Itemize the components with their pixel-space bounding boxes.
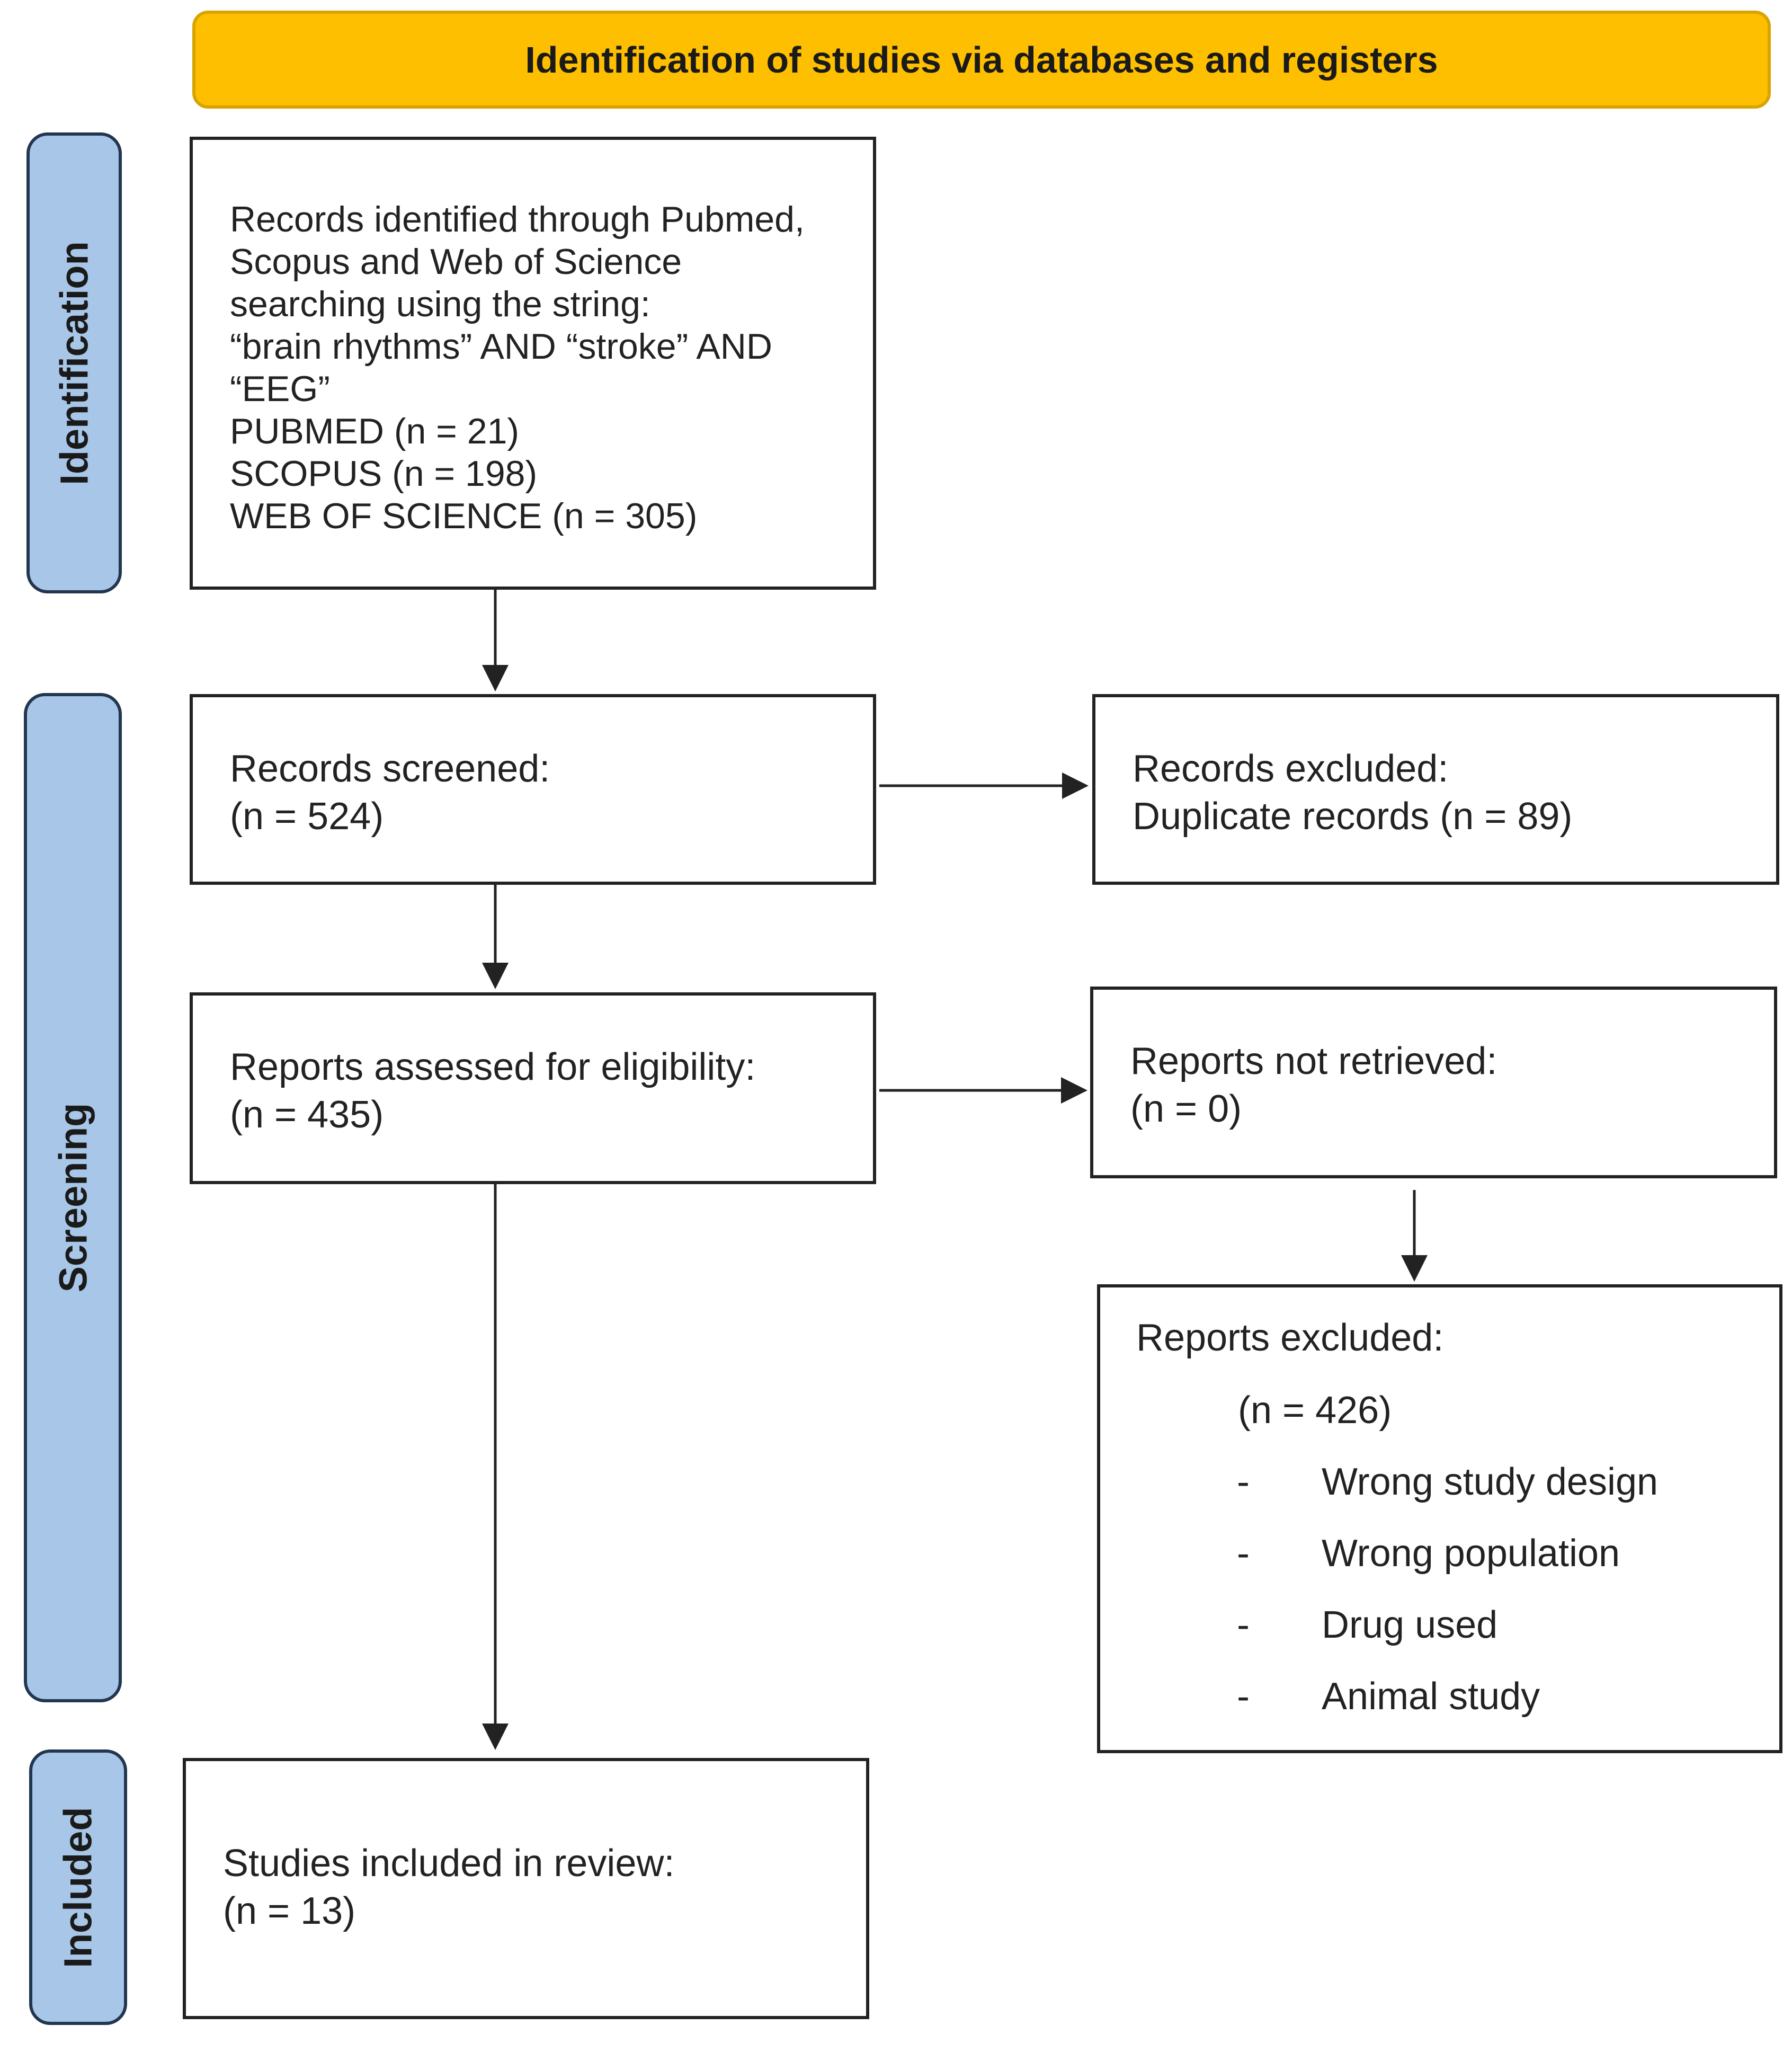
studies-included-label: Studies included in review:	[223, 1842, 675, 1885]
reports-not-retrieved-count: (n = 0)	[1130, 1088, 1242, 1130]
header-bar: Identification of studies via databases …	[192, 11, 1771, 109]
exclusion-reason-text: Wrong study design	[1322, 1461, 1659, 1503]
records-identified-box: Records identified through Pubmed, Scopu…	[190, 137, 876, 590]
exclusion-reason-text: Wrong population	[1322, 1532, 1620, 1575]
stage-screening: Screening	[24, 693, 122, 1702]
records-screened-count: (n = 524)	[230, 795, 384, 838]
studies-included-count: (n = 13)	[223, 1890, 356, 1932]
records-screened-box: Records screened: (n = 524)	[190, 694, 876, 885]
reports-not-retrieved-box: Reports not retrieved: (n = 0)	[1090, 987, 1777, 1178]
records-identified-wos: WEB OF SCIENCE (n = 305)	[230, 496, 698, 536]
records-excluded-detail: Duplicate records (n = 89)	[1133, 795, 1573, 838]
stage-identification: Identification	[26, 132, 122, 593]
records-screened-label: Records screened:	[230, 748, 550, 790]
header-title: Identification of studies via databases …	[525, 39, 1438, 81]
records-identified-line: Scopus and Web of Science	[230, 242, 682, 282]
exclusion-reason-text: Drug used	[1322, 1604, 1498, 1646]
reports-excluded-box: Reports excluded: (n = 426) - Wrong study…	[1097, 1284, 1782, 1753]
reports-excluded-count: (n = 426)	[1238, 1389, 1392, 1432]
exclusion-reason-text: Animal study	[1322, 1675, 1540, 1718]
exclusion-dash: -	[1237, 1461, 1250, 1503]
records-identified-line: searching using the string:	[230, 284, 650, 324]
exclusion-dash: -	[1237, 1675, 1250, 1718]
records-identified-pubmed: PUBMED (n = 21)	[230, 411, 520, 451]
reports-assessed-box: Reports assessed for eligibility: (n = 4…	[190, 992, 876, 1184]
exclusion-reason: - Wrong population	[1136, 1530, 1779, 1577]
records-excluded-label: Records excluded:	[1133, 748, 1449, 790]
stage-included: Included	[29, 1749, 127, 2025]
records-identified-line: “brain rhythms” AND “stroke” AND	[230, 326, 772, 367]
records-identified-line: “EEG”	[230, 369, 330, 409]
exclusion-dash: -	[1237, 1532, 1250, 1575]
records-excluded-box: Records excluded: Duplicate records (n =…	[1092, 694, 1779, 885]
reports-assessed-count: (n = 435)	[230, 1094, 384, 1136]
reports-assessed-label: Reports assessed for eligibility:	[230, 1046, 756, 1088]
reports-excluded-label: Reports excluded:	[1136, 1317, 1444, 1359]
records-identified-line: Records identified through Pubmed,	[230, 199, 805, 239]
reports-not-retrieved-label: Reports not retrieved:	[1130, 1040, 1497, 1082]
exclusion-dash: -	[1237, 1604, 1250, 1646]
studies-included-box: Studies included in review: (n = 13)	[183, 1758, 869, 2019]
exclusion-reason: - Drug used	[1136, 1601, 1779, 1649]
exclusion-reason: - Animal study	[1136, 1673, 1779, 1720]
records-identified-scopus: SCOPUS (n = 198)	[230, 454, 538, 494]
exclusion-reason: - Wrong study design	[1136, 1458, 1779, 1506]
